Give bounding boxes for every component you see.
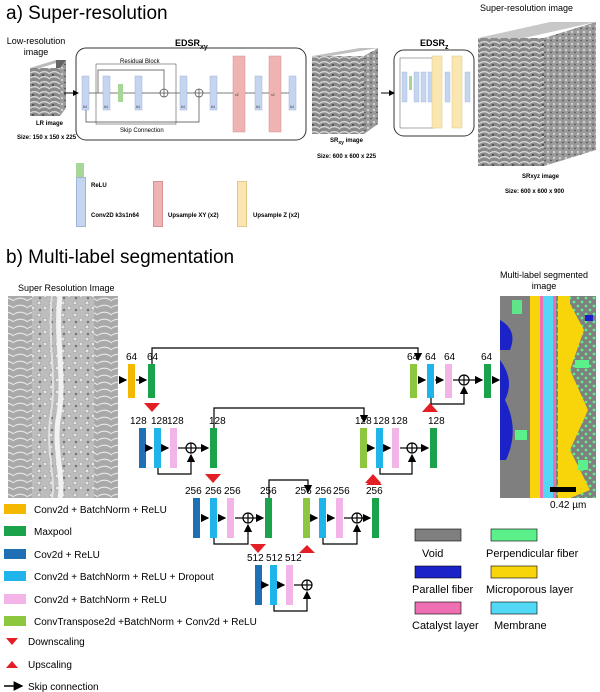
svg-text:64: 64 xyxy=(147,352,159,363)
svg-text:512: 512 xyxy=(266,553,283,564)
edsr-xy-title: EDSRxy xyxy=(175,38,208,51)
level-128: 128 128 128 128 128 128 128 128 xyxy=(130,407,445,483)
svg-text:64: 64 xyxy=(481,352,493,363)
legend-conv-swatch xyxy=(76,177,86,227)
legend-upz-label: Upsample Z (x2) xyxy=(253,213,300,219)
legend-upxy-swatch xyxy=(153,181,163,227)
svg-text:256: 256 xyxy=(366,486,383,497)
lr-image-label: Low-resolution image xyxy=(6,36,66,57)
svg-text:512: 512 xyxy=(247,553,264,564)
svg-text:64: 64 xyxy=(256,105,260,109)
svg-text:256: 256 xyxy=(295,486,312,497)
legend-upz-swatch xyxy=(237,181,247,227)
unet-diagram: 64 64 64 64 64 64 128 xyxy=(4,295,596,692)
svg-text:Conv2d + BatchNorm + ReLU: Conv2d + BatchNorm + ReLU xyxy=(34,505,167,516)
svg-text:Maxpool: Maxpool xyxy=(34,527,72,538)
scale-bar xyxy=(550,487,576,492)
svg-text:64: 64 xyxy=(136,105,140,109)
svg-text:128: 128 xyxy=(130,416,147,427)
svg-text:ConvTranspose2d +BatchNorm + C: ConvTranspose2d +BatchNorm + Conv2d + Re… xyxy=(34,617,257,628)
svg-text:Parallel fiber: Parallel fiber xyxy=(412,584,473,596)
svg-text:512: 512 xyxy=(285,553,302,564)
ops-legend-labels: Conv2d + BatchNorm + ReLU Maxpool Cov2d … xyxy=(28,505,257,692)
svg-text:Conv2d + BatchNorm + ReLU: Conv2d + BatchNorm + ReLU xyxy=(34,595,167,606)
edsr-z-blocks xyxy=(401,55,471,129)
edsr-xy-block-numbers: 64 64 64 64 64 64 64 x2 x2 xyxy=(83,93,294,109)
svg-text:Upscaling: Upscaling xyxy=(28,660,72,671)
output-image-label: Multi-label segmented image xyxy=(499,270,589,291)
svg-text:256: 256 xyxy=(185,486,202,497)
svg-text:x2: x2 xyxy=(271,93,275,97)
svg-text:128: 128 xyxy=(355,416,372,427)
legend-relu-swatch xyxy=(76,163,84,177)
svg-text:Perpendicular fiber: Perpendicular fiber xyxy=(486,548,579,560)
svg-text:64: 64 xyxy=(83,105,87,109)
lr-cube xyxy=(30,60,66,116)
svg-text:128: 128 xyxy=(373,416,390,427)
output-segmented-image xyxy=(500,296,596,498)
svg-text:64: 64 xyxy=(407,352,419,363)
svg-text:256: 256 xyxy=(205,486,222,497)
svg-text:128: 128 xyxy=(151,416,168,427)
level-64: 64 64 64 64 64 64 xyxy=(118,347,501,412)
svg-text:64: 64 xyxy=(290,105,294,109)
srxyz-caption: SRxyz image xyxy=(522,174,560,180)
svg-text:128: 128 xyxy=(391,416,408,427)
srxy-size: Size: 600 x 600 x 225 xyxy=(317,154,377,160)
svg-text:64: 64 xyxy=(104,105,108,109)
svg-text:128: 128 xyxy=(428,416,445,427)
svg-text:64: 64 xyxy=(444,352,456,363)
residual-block-box xyxy=(95,63,177,125)
input-image-label: Super Resolution Image xyxy=(18,283,115,293)
super-resolution-diagram: 64 64 64 64 64 64 64 x2 x2 xyxy=(30,22,596,166)
srxy-caption: SRxy image xyxy=(330,138,363,147)
srxy-cube xyxy=(312,48,378,134)
edsr-xy-blocks xyxy=(81,55,297,133)
svg-text:Skip connection: Skip connection xyxy=(28,682,99,692)
edsr-z-title: EDSRz xyxy=(420,38,449,51)
svg-text:64: 64 xyxy=(126,352,138,363)
svg-text:Downscaling: Downscaling xyxy=(28,637,85,648)
svg-text:64: 64 xyxy=(211,105,215,109)
svg-text:Void: Void xyxy=(422,548,443,560)
svg-text:Catalyst layer: Catalyst layer xyxy=(412,620,479,632)
level-256: 256 256 256 256 256 256 256 256 xyxy=(185,477,383,553)
svg-text:Membrane: Membrane xyxy=(494,620,547,632)
svg-text:64: 64 xyxy=(181,105,185,109)
svg-text:256: 256 xyxy=(333,486,350,497)
lr-image-caption: LR image xyxy=(36,121,64,127)
svg-text:Cov2d + ReLU: Cov2d + ReLU xyxy=(34,550,100,561)
svg-text:128: 128 xyxy=(167,416,184,427)
svg-text:64: 64 xyxy=(425,352,437,363)
svg-text:128: 128 xyxy=(209,416,226,427)
svg-text:Microporous layer: Microporous layer xyxy=(486,584,574,596)
svg-text:256: 256 xyxy=(315,486,332,497)
level-512: 512 512 512 xyxy=(247,545,315,612)
section-a-title: a) Super-resolution xyxy=(6,3,168,24)
svg-text:256: 256 xyxy=(224,486,241,497)
class-legend-labels: Void Perpendicular fiber Parallel fiber … xyxy=(412,548,579,632)
legend-conv-label: Conv2D k3s1n64 xyxy=(91,213,140,219)
svg-text:Conv2d + BatchNorm + ReLU + Dr: Conv2d + BatchNorm + ReLU + Dropout xyxy=(34,572,214,583)
edsr-xy-connections xyxy=(85,69,289,123)
residual-block-label: Residual Block xyxy=(120,59,160,65)
legend-upxy-label: Upsample XY (x2) xyxy=(168,213,219,219)
scale-bar-label: 0.42 µm xyxy=(550,500,587,511)
legend-relu-label: ReLU xyxy=(91,183,107,189)
lr-image-size: Size: 150 x 150 x 225 xyxy=(17,135,77,141)
class-legend xyxy=(414,528,538,615)
srxyz-size: Size: 600 x 600 x 900 xyxy=(505,189,565,195)
svg-text:x2: x2 xyxy=(235,93,239,97)
srxyz-cube xyxy=(478,22,596,166)
sr-image-title: Super-resolution image xyxy=(480,3,574,13)
input-sem-image xyxy=(8,295,118,499)
ops-legend xyxy=(4,504,26,691)
section-b-title: b) Multi-label segmentation xyxy=(6,247,235,268)
skip-connection-label: Skip Connection xyxy=(120,128,164,134)
